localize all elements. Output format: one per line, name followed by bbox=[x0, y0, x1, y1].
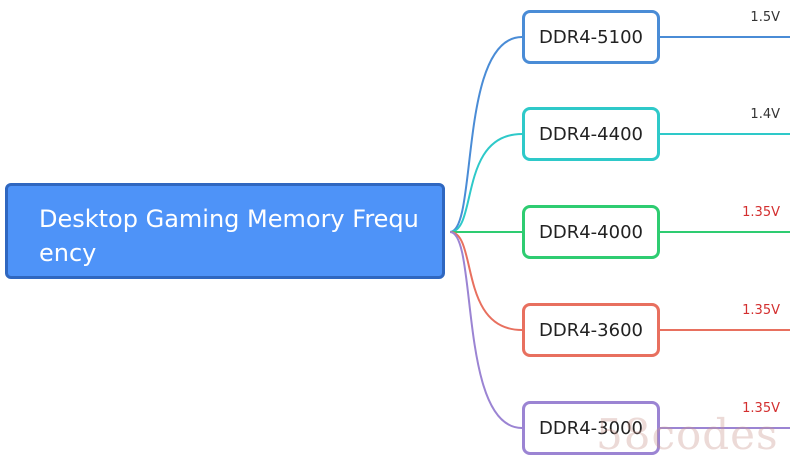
branch-node-ddr4-3000[interactable]: DDR4-3000 bbox=[522, 401, 660, 455]
branch-node-ddr4-5100[interactable]: DDR4-5100 bbox=[522, 10, 660, 64]
connector-ddr4-5100 bbox=[449, 36, 523, 233]
branch-label: DDR4-4000 bbox=[539, 221, 643, 243]
connector-ddr4-3000 bbox=[449, 231, 523, 429]
voltage-label: 1.5V bbox=[750, 10, 780, 25]
connector-ddr4-3600 bbox=[449, 231, 523, 331]
branch-label: DDR4-5100 bbox=[539, 26, 643, 48]
branch-node-ddr4-4000[interactable]: DDR4-4000 bbox=[522, 205, 660, 259]
voltage-label: 1.4V bbox=[750, 107, 780, 122]
branch-label: DDR4-4400 bbox=[539, 123, 643, 145]
branch-label: DDR4-3600 bbox=[539, 319, 643, 341]
branch-node-ddr4-3600[interactable]: DDR4-3600 bbox=[522, 303, 660, 357]
voltage-label: 1.35V bbox=[742, 205, 780, 220]
root-node[interactable]: Desktop Gaming Memory Frequency bbox=[5, 183, 445, 279]
root-label: Desktop Gaming Memory Frequency bbox=[39, 205, 419, 267]
connector-ddr4-4400 bbox=[449, 133, 523, 233]
branch-node-ddr4-4400[interactable]: DDR4-4400 bbox=[522, 107, 660, 161]
voltage-label: 1.35V bbox=[742, 303, 780, 318]
branch-label: DDR4-3000 bbox=[539, 417, 643, 439]
voltage-label: 1.35V bbox=[742, 401, 780, 416]
